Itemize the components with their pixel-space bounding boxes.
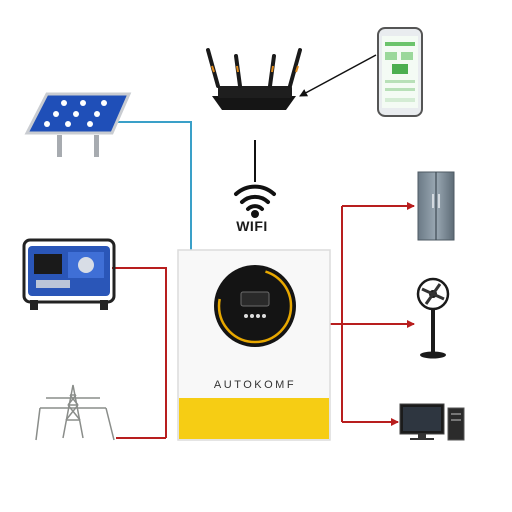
desktop-computer-icon (399, 403, 465, 441)
generator-icon (22, 238, 116, 310)
phone-to-router-arrow (299, 54, 377, 97)
inverter-icon (177, 249, 331, 441)
wifi-icon (234, 184, 276, 218)
power-tower-icon (35, 384, 115, 441)
generator-connection-line (112, 267, 167, 438)
refrigerator-icon (417, 171, 455, 241)
solar-panel-icon (24, 92, 132, 157)
solar-connection-line (112, 121, 192, 250)
load-bus-line (330, 206, 343, 422)
smartphone-icon (377, 27, 423, 117)
router-icon (206, 48, 302, 110)
standing-fan-icon (416, 277, 450, 359)
